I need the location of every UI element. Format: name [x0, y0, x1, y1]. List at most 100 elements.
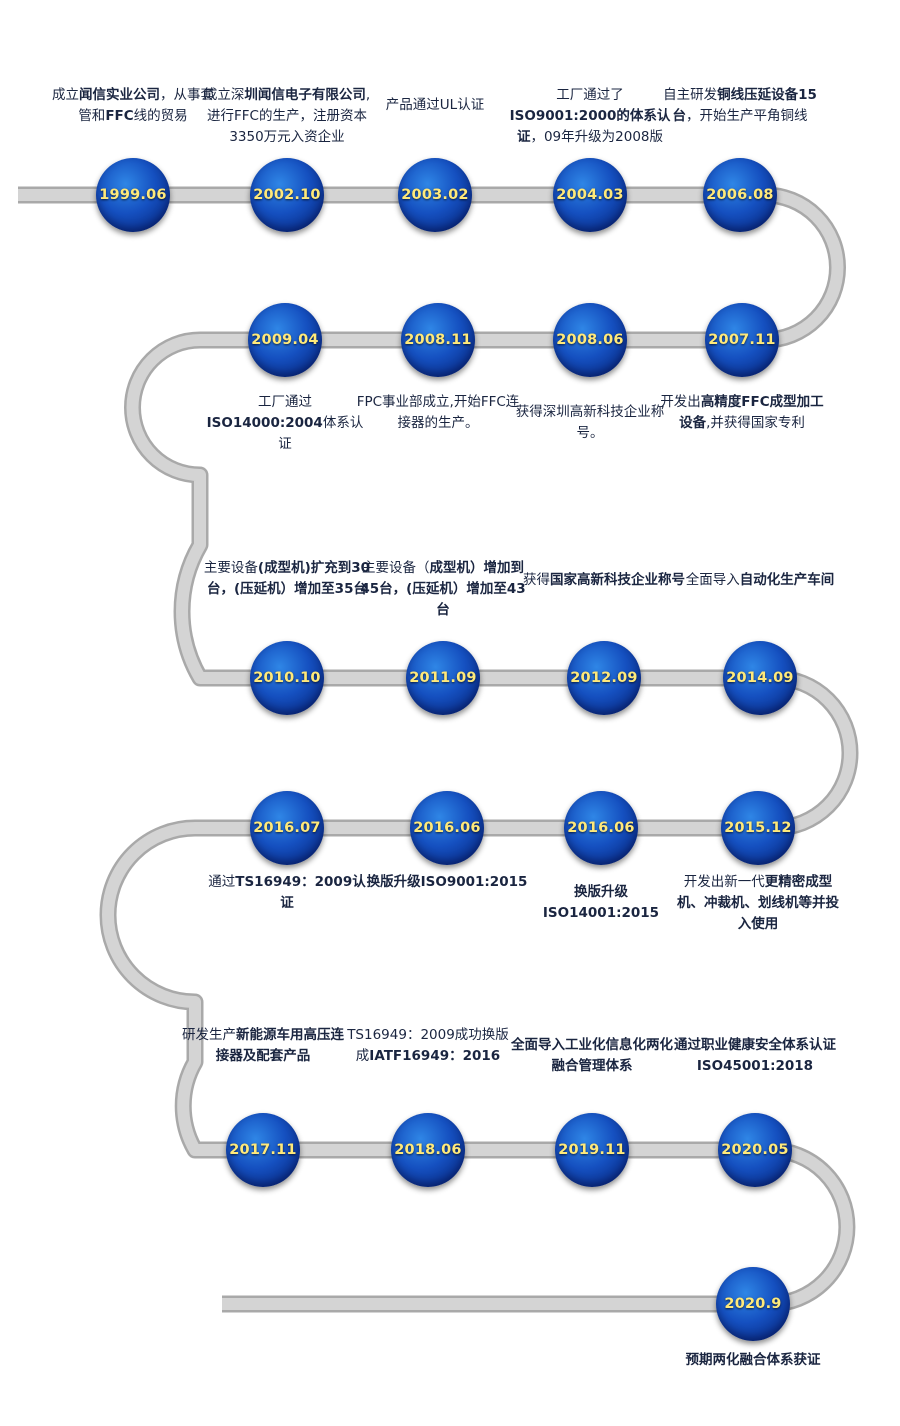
caption-bold-text: 成型机）增加到45台，(压延机）增加至43台: [360, 560, 526, 618]
caption-bold-text: 圳闻信电子有限公: [244, 87, 353, 103]
milestone-date: 2011.09: [409, 670, 477, 686]
caption-text: 全面导入: [685, 572, 740, 588]
milestone-caption: 主要设备（成型机）增加到45台，(压延机）增加至43台: [358, 558, 528, 621]
milestone-date: 2020.05: [721, 1142, 789, 1158]
milestone-node: 1999.06: [96, 158, 170, 232]
caption-text: 获得深圳高新科技企业称号。: [515, 404, 665, 441]
milestone-caption: 研发生产新能源车用高压连接器及配套产品: [178, 1025, 348, 1067]
milestone-date: 2016.07: [253, 820, 321, 836]
milestone-caption: 换版升级ISO9001:2015: [362, 872, 532, 893]
milestone-node: 2014.09: [723, 641, 797, 715]
milestone-date: 2016.06: [567, 820, 635, 836]
milestone-date: 2002.10: [253, 187, 321, 203]
milestone-node: 2016.06: [564, 791, 638, 865]
caption-bold-text: 全面导入工业化信息化两化融合管理体系: [511, 1037, 673, 1074]
milestone-node: 2017.11: [226, 1113, 300, 1187]
milestone-date: 2008.06: [556, 332, 624, 348]
milestone-caption: 自主研发铜线压延设备15台，开始生产平角铜线: [655, 85, 825, 127]
milestone-date: 1999.06: [99, 187, 167, 203]
milestone-node: 2020.05: [718, 1113, 792, 1187]
caption-bold-text: 预期两化融合体系获证: [685, 1352, 821, 1368]
caption-text: ，09年升级为2008版: [530, 129, 664, 145]
milestone-node: 2002.10: [250, 158, 324, 232]
caption-bold-text: ISO9001:2000的体系认证: [509, 108, 671, 145]
caption-bold-text: 新能源车用高压连接器及配套产品: [215, 1027, 344, 1064]
milestone-node: 2019.11: [555, 1113, 629, 1187]
milestone-caption: 全面导入工业化信息化两化融合管理体系: [507, 1035, 677, 1077]
milestone-date: 2018.06: [394, 1142, 462, 1158]
caption-text: TS16949：2009成功换版成: [347, 1027, 509, 1064]
caption-text: 主要设备（: [362, 560, 430, 576]
milestone-node: 2006.08: [703, 158, 777, 232]
caption-text: 成立: [52, 87, 79, 103]
caption-text: 获得: [523, 572, 550, 588]
milestone-node: 2010.10: [250, 641, 324, 715]
milestone-date: 2020.9: [724, 1296, 782, 1312]
milestone-node: 2018.06: [391, 1113, 465, 1187]
milestone-node: 2003.02: [398, 158, 472, 232]
milestone-date: 2009.04: [251, 332, 319, 348]
milestone-date: 2003.02: [401, 187, 469, 203]
milestone-caption: 预期两化融合体系获证: [668, 1350, 838, 1371]
milestone-caption: FPC事业部成立,开始FFC连接器的生产。: [353, 392, 523, 434]
caption-text: 开发出: [660, 394, 701, 410]
caption-text: 开发出新一代: [683, 874, 765, 890]
milestone-date: 2012.09: [570, 670, 638, 686]
milestone-date: 2015.12: [724, 820, 792, 836]
caption-text: 主要设备: [203, 560, 258, 576]
caption-text: ，开始生产平角铜线: [686, 108, 808, 124]
milestone-caption: 主要设备(成型机)扩充到30台，(压延机）增加至35台: [202, 558, 372, 600]
milestone-date: 2016.06: [413, 820, 481, 836]
caption-bold-text: ISO14000:2004: [206, 415, 323, 431]
milestone-caption: 全面导入自动化生产车间: [675, 570, 845, 591]
milestone-node: 2007.11: [705, 303, 779, 377]
milestone-date: 2019.11: [558, 1142, 626, 1158]
caption-text: ,并获得国家专利: [706, 415, 805, 431]
milestone-caption: 开发出新一代更精密成型机、冲裁机、划线机等并投入使用: [673, 872, 843, 935]
milestone-caption: TS16949：2009成功换版成IATF16949：2016: [343, 1025, 513, 1067]
milestone-date: 2004.03: [556, 187, 624, 203]
milestone-caption: 获得深圳高新科技企业称号。: [505, 402, 675, 444]
caption-bold-text: 通过职业健康安全体系认证ISO45001:2018: [674, 1037, 836, 1074]
milestone-date: 2010.10: [253, 670, 321, 686]
caption-bold-text: TS16949：2009认证: [235, 874, 366, 911]
milestone-date: 2014.09: [726, 670, 794, 686]
milestone-caption: 换版升级ISO14001:2015: [516, 882, 686, 924]
caption-bold-text: 司: [146, 87, 161, 103]
caption-text: 线的贸易: [133, 108, 188, 124]
caption-bold-text: 高精度FFC成型加工设备: [679, 394, 824, 431]
caption-text: 研发生产: [182, 1027, 236, 1043]
milestone-caption: 开发出高精度FFC成型加工设备,并获得国家专利: [657, 392, 827, 434]
milestone-node: 2004.03: [553, 158, 627, 232]
milestone-date: 2017.11: [229, 1142, 297, 1158]
milestone-node: 2008.11: [401, 303, 475, 377]
caption-bold-text: 铜线压延设备15台: [672, 87, 817, 124]
milestone-caption: 产品通过UL认证: [350, 95, 520, 116]
milestone-node: 2020.9: [716, 1267, 790, 1341]
milestone-date: 2007.11: [708, 332, 776, 348]
milestone-node: 2009.04: [248, 303, 322, 377]
milestone-node: 2008.06: [553, 303, 627, 377]
caption-bold-text: 司: [352, 87, 366, 103]
caption-text: 工厂通过: [258, 394, 312, 410]
milestone-node: 2016.07: [250, 791, 324, 865]
caption-bold-text: 更精密成型机、冲裁机、划线机等并投入使用: [677, 874, 839, 932]
milestone-caption: 成立深圳闻信电子有限公司,进行FFC的生产，注册资本3350万元入资企业: [202, 85, 372, 148]
milestone-date: 2006.08: [706, 187, 774, 203]
milestone-caption: 工厂通过ISO14000:2004体系认证: [200, 392, 370, 455]
caption-text: 成立深: [203, 87, 245, 103]
milestone-caption: 获得国家高新科技企业称号: [519, 570, 689, 591]
caption-bold-text: 换版升级ISO14001:2015: [542, 884, 660, 921]
caption-bold-text: IATF16949：2016: [369, 1048, 501, 1064]
caption-text: ，从事套管和: [78, 87, 214, 124]
caption-bold-text: 闻信实业公: [79, 87, 147, 103]
caption-text: 自主研发: [663, 87, 718, 103]
caption-text: 通过: [208, 874, 236, 890]
caption-text: FPC事业部成立,开始FFC连接器的生产。: [356, 394, 520, 431]
milestone-caption: 成立闻信实业公司，从事套管和FFC线的贸易: [48, 85, 218, 127]
milestone-caption: 工厂通过了 ISO9001:2000的体系认证，09年升级为2008版: [505, 85, 675, 148]
milestone-node: 2016.06: [410, 791, 484, 865]
caption-text: ,进行FFC的生产，注册资本3350万元入资企业: [207, 87, 371, 145]
caption-text: 工厂通过了: [556, 87, 624, 103]
milestone-node: 2012.09: [567, 641, 641, 715]
